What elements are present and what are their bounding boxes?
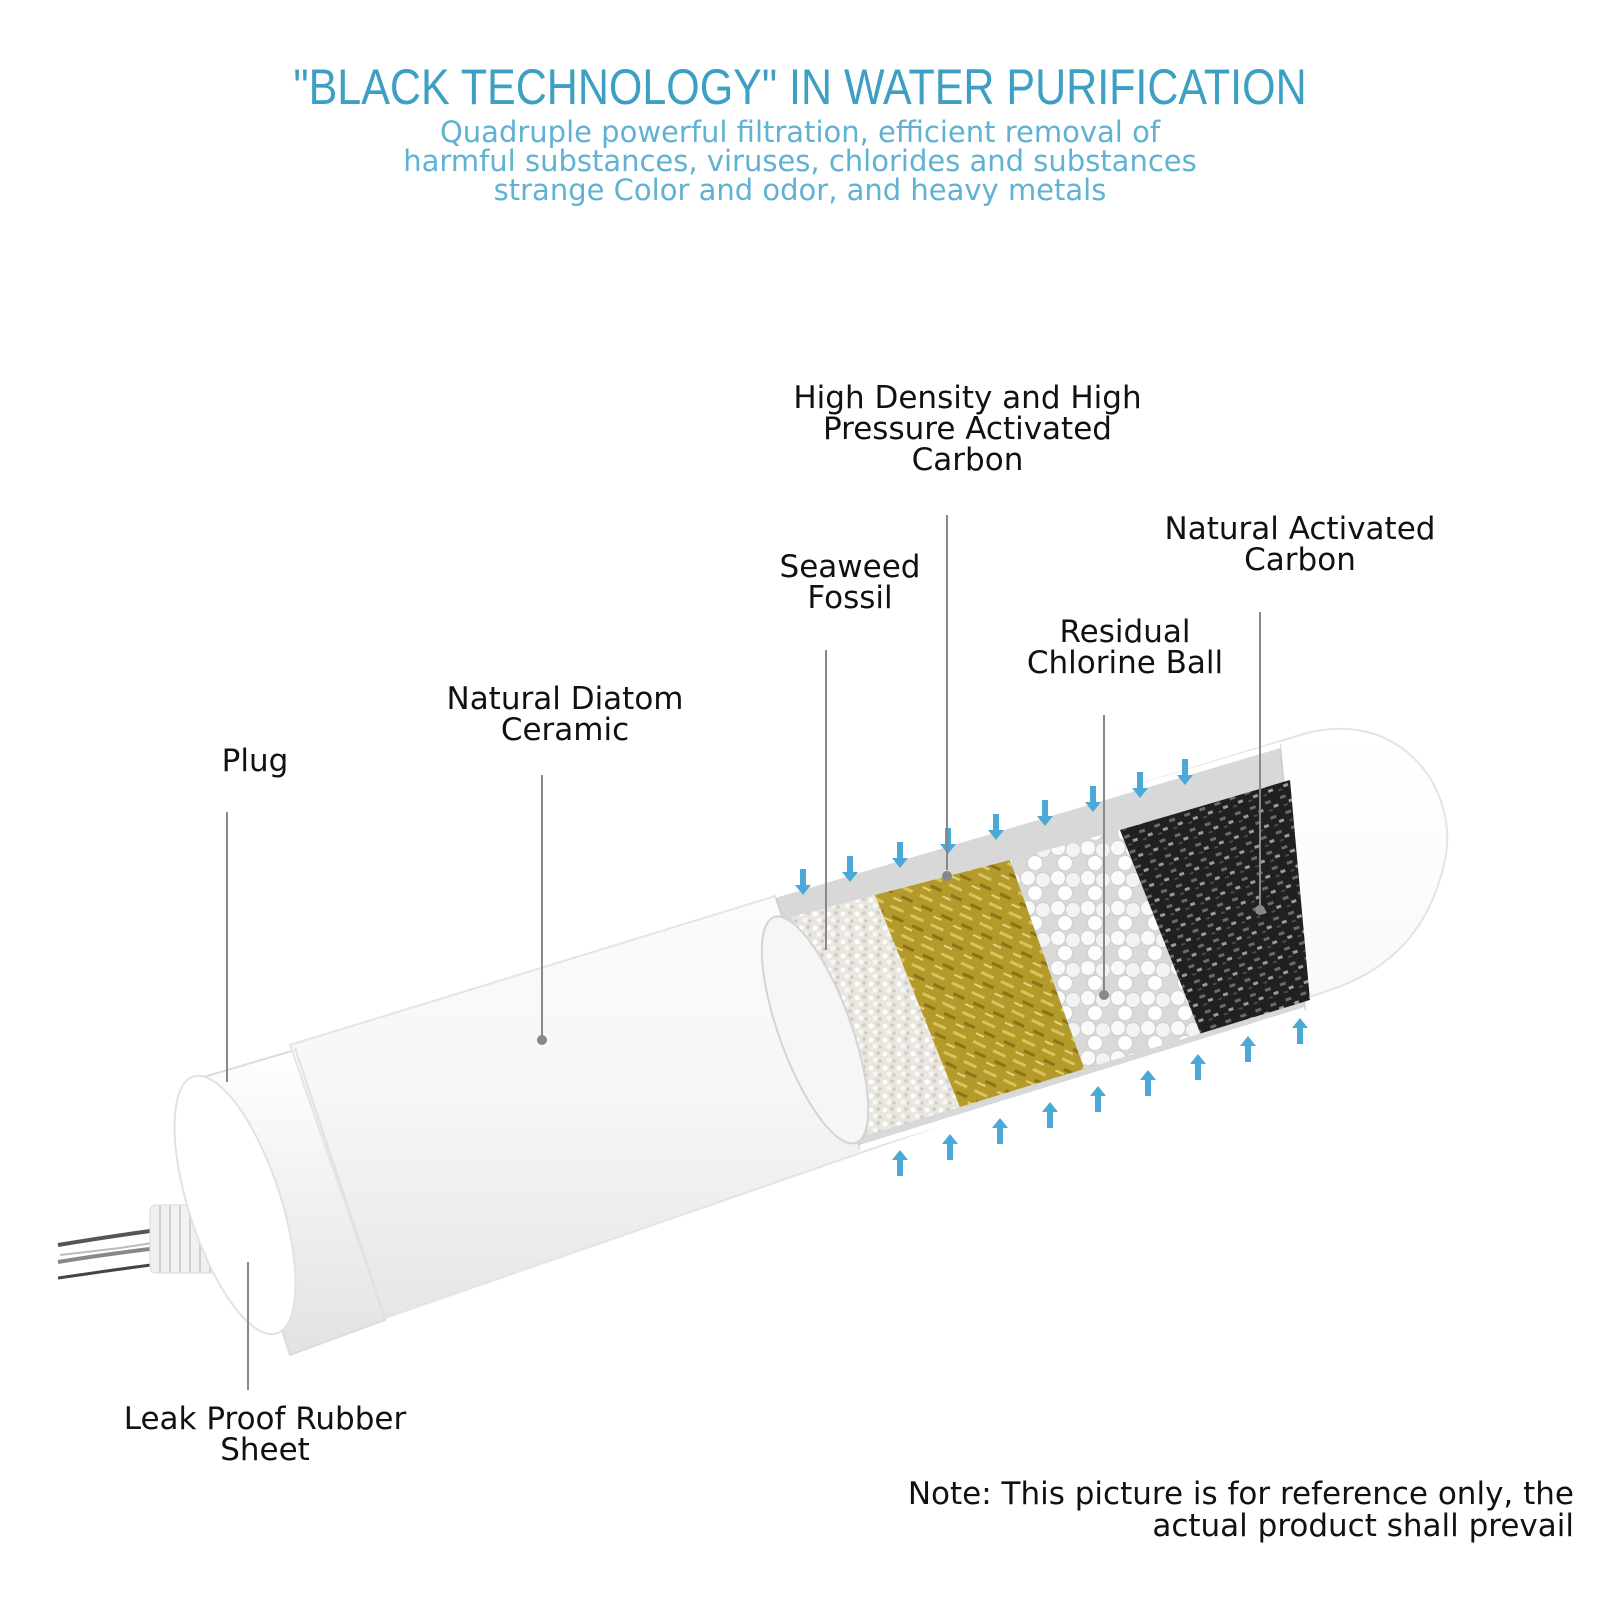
flow-arrow-icon (992, 1118, 1008, 1144)
subtitle-line: Quadruple powerful filtration, efficient… (439, 115, 1161, 149)
flow-arrow-icon (1085, 786, 1101, 812)
leader-lines (226, 515, 1265, 1390)
flow-arrow-icon (1240, 1036, 1256, 1062)
subtitle-line: harmful substances, viruses, chlorides a… (403, 144, 1197, 178)
flow-arrow-icon (1132, 772, 1148, 798)
label-residual-chlorine-ball: Residual Chlorine Ball (1026, 614, 1224, 681)
label-natural-activated-carbon: Natural Activated Carbon (1164, 511, 1436, 578)
page-subtitle: Quadruple powerful filtration, efficient… (0, 118, 1600, 205)
label-natural-diatom-ceramic: Natural Diatom Ceramic (446, 681, 684, 748)
flow-arrow-icon (1190, 1054, 1206, 1080)
label-high-density-carbon: High Density and High Pressure Activated… (793, 380, 1142, 478)
label-seaweed-fossil: Seaweed Fossil (779, 549, 921, 616)
layer-activated-carbon-hd (875, 860, 1090, 1120)
plug-cap (173, 1048, 387, 1357)
flow-arrow-icon (795, 869, 811, 895)
flow-arrow-icon (1042, 1102, 1058, 1128)
page-title: "BLACK TECHNOLOGY" IN WATER PURIFICATION (293, 59, 1307, 115)
layer-chlorine-ball (1010, 830, 1205, 1085)
subtitle-line: strange Color and odor, and heavy metals (493, 173, 1107, 207)
label-leak-proof-rubber-sheet: Leak Proof Rubber Sheet (123, 1401, 407, 1468)
flow-arrow-icon (988, 814, 1004, 840)
flow-arrow-icon (1292, 1018, 1308, 1044)
reference-note: Note: This picture is for reference only… (907, 1476, 1574, 1544)
flow-arrows (795, 759, 1308, 1176)
flow-arrow-icon (892, 1150, 908, 1176)
flow-arrow-icon (1037, 800, 1053, 826)
layer-seaweed-fossil (788, 895, 965, 1135)
flow-arrow-icon (942, 1134, 958, 1160)
flow-arrow-icon (1140, 1070, 1156, 1096)
cutaway-window (760, 742, 1310, 1151)
flow-arrow-icon (892, 842, 908, 868)
flow-arrow-icon (1177, 759, 1193, 785)
flow-arrow-icon (842, 856, 858, 882)
flow-arrow-icon (1090, 1086, 1106, 1112)
layer-natural-carbon (1120, 780, 1310, 1045)
label-plug: Plug (221, 743, 289, 779)
